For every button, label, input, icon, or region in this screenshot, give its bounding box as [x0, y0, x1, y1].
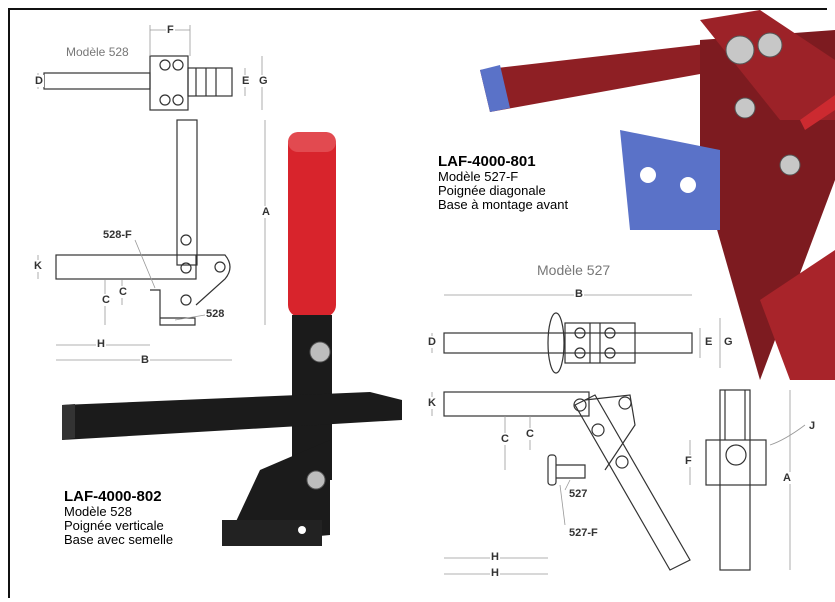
- dim-label: C: [500, 433, 510, 445]
- drawing-528: [37, 25, 266, 361]
- product-handle: Poignée diagonale: [438, 183, 546, 198]
- product-code: LAF-4000-802: [64, 488, 162, 505]
- product-code: LAF-4000-801: [438, 153, 536, 170]
- dim-label: A: [261, 206, 271, 218]
- vertical-clamp-photo: [62, 132, 402, 546]
- callout-528-f: 528-F: [102, 229, 133, 241]
- product-base: Base à montage avant: [438, 197, 569, 212]
- dim-label: D: [427, 336, 437, 348]
- product-caption-802: LAF-4000-802 Modèle 528 Poignée vertical…: [64, 488, 173, 547]
- dim-label: C: [525, 428, 535, 440]
- drawing-title-527: Modèle 527: [537, 262, 611, 278]
- dim-label: E: [704, 336, 714, 348]
- dim-label: A: [782, 472, 792, 484]
- dim-label: B: [140, 354, 150, 366]
- dim-label: F: [684, 455, 693, 467]
- dim-label: D: [34, 75, 44, 87]
- product-model: Modèle 527-F: [438, 169, 519, 184]
- product-caption-801: LAF-4000-801 Modèle 527-F Poignée diagon…: [438, 153, 568, 212]
- dim-label: H: [96, 338, 106, 350]
- callout-528: 528: [205, 308, 226, 320]
- dim-label: H: [490, 567, 500, 579]
- dim-label: K: [427, 397, 437, 409]
- dim-label: C: [101, 294, 111, 306]
- dim-label: H: [490, 551, 500, 563]
- dim-label: E: [241, 75, 251, 87]
- dim-label: F: [166, 24, 175, 36]
- dim-label: J: [808, 420, 817, 432]
- dim-label: G: [723, 336, 734, 348]
- callout-527: 527: [568, 488, 589, 500]
- product-model: Modèle 528: [64, 504, 132, 519]
- dim-label: G: [258, 75, 269, 87]
- dim-label: C: [118, 286, 128, 298]
- page-frame: [8, 8, 827, 598]
- product-handle: Poignée verticale: [64, 518, 164, 533]
- product-base: Base avec semelle: [64, 532, 174, 547]
- dim-label: K: [33, 260, 43, 272]
- drawing-title-528: Modèle 528: [66, 45, 129, 59]
- callout-527-f: 527-F: [568, 527, 599, 539]
- diagonal-clamp-photo: [480, 10, 835, 380]
- dim-label: B: [574, 288, 584, 300]
